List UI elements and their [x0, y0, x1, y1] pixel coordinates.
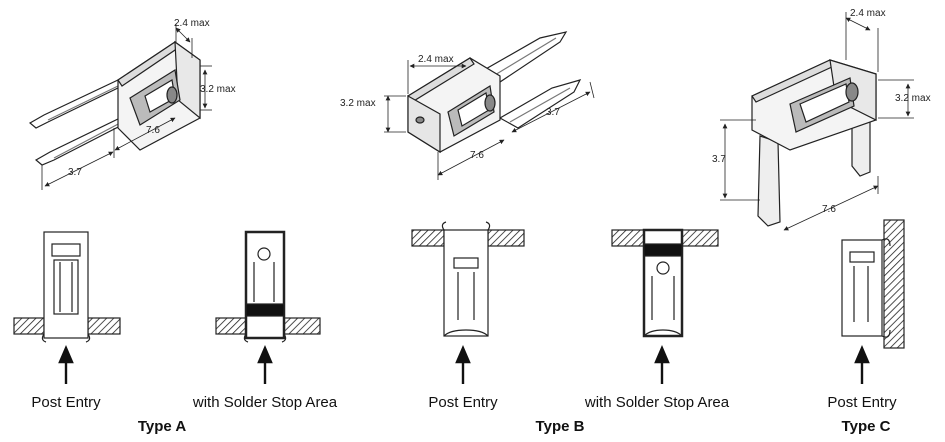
type-b-contact-drawing	[407, 31, 582, 154]
type-c-length-dim: 7.6	[822, 204, 836, 215]
entry-arrows	[58, 344, 870, 384]
section-a-solder-stop	[215, 230, 321, 343]
type-c-pin-dim: 3.7	[712, 154, 726, 165]
type-a-length-dim: 7.6	[146, 125, 160, 136]
type-c-contact-drawing	[751, 59, 877, 227]
section-b-solder-stop	[611, 228, 719, 338]
caption-c-post-entry: Post Entry	[827, 394, 897, 411]
type-a-label: Type A	[137, 418, 187, 435]
type-a-height-dim: 3.2 max	[200, 84, 236, 95]
type-a-pin-dim: 3.7	[68, 167, 82, 178]
type-b-label: Type B	[535, 418, 585, 435]
type-c-height-dim: 3.2 max	[895, 93, 931, 104]
type-b-dimension-lines	[384, 60, 595, 180]
section-a-post-entry	[13, 231, 121, 343]
type-b-height-dim: 3.2 max	[340, 98, 376, 109]
type-a-contact-drawing	[28, 40, 201, 166]
type-b-length-dim: 7.6	[470, 150, 484, 161]
type-c-label: Type C	[841, 418, 891, 435]
type-a-width-dim: 2.4 max	[174, 18, 210, 29]
caption-b-solder-stop: with Solder Stop Area	[584, 394, 730, 411]
caption-b-post-entry: Post Entry	[428, 394, 498, 411]
caption-a-post-entry: Post Entry	[31, 394, 101, 411]
type-c-width-dim: 2.4 max	[850, 8, 886, 19]
caption-a-solder-stop: with Solder Stop Area	[192, 394, 338, 411]
type-b-width-dim: 2.4 max	[418, 54, 454, 65]
type-a-dimension-lines	[41, 24, 212, 190]
type-b-pin-dim: 3.7	[546, 107, 560, 118]
type-c-dimension-lines	[720, 12, 914, 231]
section-c-post-entry	[841, 219, 905, 349]
section-b-post-entry	[411, 221, 525, 337]
